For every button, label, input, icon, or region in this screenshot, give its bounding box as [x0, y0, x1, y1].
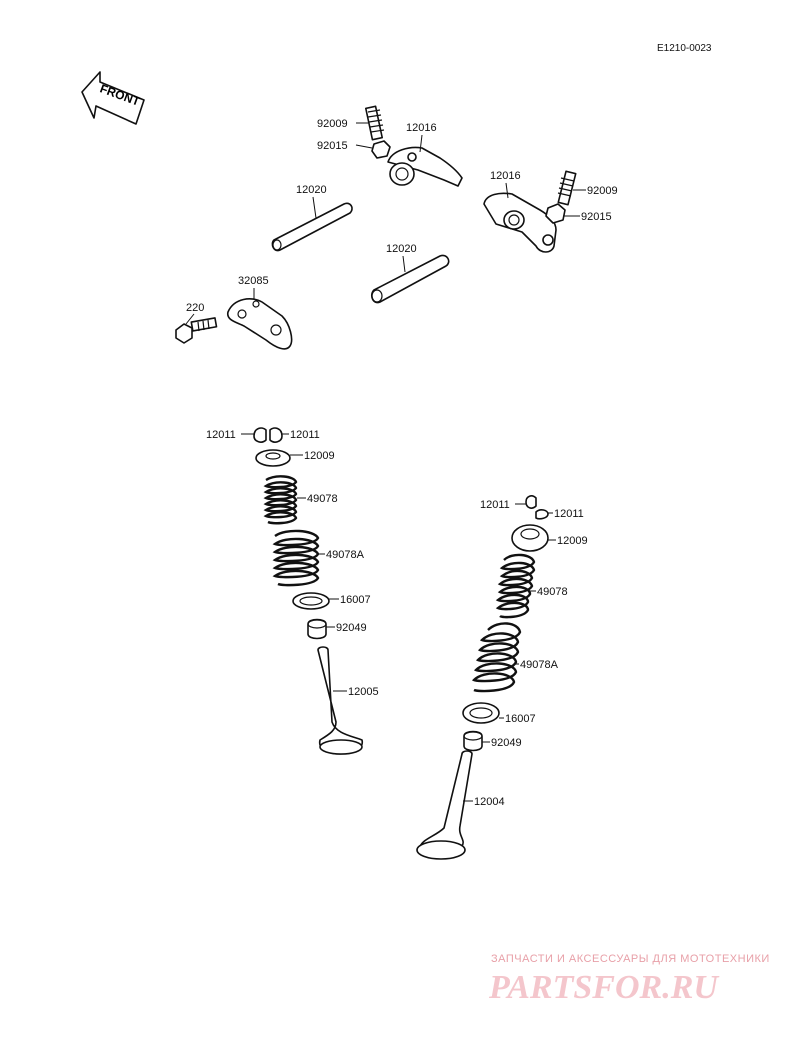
retaining-plate	[226, 298, 293, 350]
label-12011-left-b: 12011	[290, 429, 320, 441]
watermark-logo: PARTSFOR.RU	[488, 969, 720, 1006]
label-49078a-right: 49078A	[520, 659, 559, 671]
rocker-nut-left	[371, 140, 391, 159]
label-12011-right-a: 12011	[480, 499, 510, 511]
rocker-adjust-screw-right	[557, 170, 577, 206]
label-92009-right: 92009	[587, 185, 618, 197]
label-12011-right-b: 12011	[554, 508, 584, 520]
label-49078-left: 49078	[307, 493, 338, 505]
rocker-shaft-left	[271, 202, 353, 252]
label-16007-left: 16007	[340, 594, 371, 606]
label-12009-right: 12009	[557, 535, 588, 547]
label-12016-left: 12016	[406, 122, 437, 134]
label-12020-left: 12020	[296, 184, 327, 196]
valve-keeper-left	[253, 427, 283, 443]
diagram-code: E1210-0023	[657, 43, 712, 54]
valve-spring-inner-left	[263, 475, 298, 525]
watermark-tagline: ЗАПЧАСТИ И АКСЕССУАРЫ ДЛЯ МОТОТЕХНИКИ	[491, 953, 770, 965]
rocker-nut-right	[545, 203, 566, 224]
rocker-adjust-screw-left	[364, 105, 385, 141]
spring-seat-left	[292, 592, 330, 610]
rocker-arm-left	[387, 146, 463, 187]
stem-seal-left	[307, 618, 327, 640]
label-16007-right: 16007	[505, 713, 536, 725]
spring-seat-right	[462, 702, 500, 724]
front-arrow-icon: FRONT	[81, 71, 145, 125]
label-220: 220	[186, 302, 204, 314]
label-12005: 12005	[348, 686, 379, 698]
label-12004: 12004	[474, 796, 505, 808]
label-92049-right: 92049	[491, 737, 522, 749]
valve-spring-outer-left	[272, 529, 320, 587]
bolt	[175, 317, 218, 344]
label-92049-left: 92049	[336, 622, 367, 634]
valve-keeper-right	[525, 495, 549, 520]
exhaust-valve-left	[317, 646, 364, 755]
label-12009-left: 12009	[304, 450, 335, 462]
label-49078a-left: 49078A	[326, 549, 365, 561]
rocker-shaft-right	[371, 254, 450, 304]
label-92015-left: 92015	[317, 140, 348, 152]
label-92015-right: 92015	[581, 211, 612, 223]
spring-retainer-left	[255, 449, 291, 467]
label-49078-right: 49078	[537, 586, 568, 598]
valve-spring-outer-right	[471, 622, 522, 693]
rocker-arm-right	[483, 192, 557, 253]
spring-retainer-right	[511, 524, 549, 552]
stem-seal-right	[463, 730, 483, 752]
label-92009-left: 92009	[317, 118, 348, 130]
valve-spring-inner-right	[495, 553, 536, 619]
label-12020-right: 12020	[386, 243, 417, 255]
label-12011-left-a: 12011	[206, 429, 236, 441]
intake-valve-right	[416, 750, 473, 860]
label-12016-right: 12016	[490, 170, 521, 182]
label-32085: 32085	[238, 275, 269, 287]
